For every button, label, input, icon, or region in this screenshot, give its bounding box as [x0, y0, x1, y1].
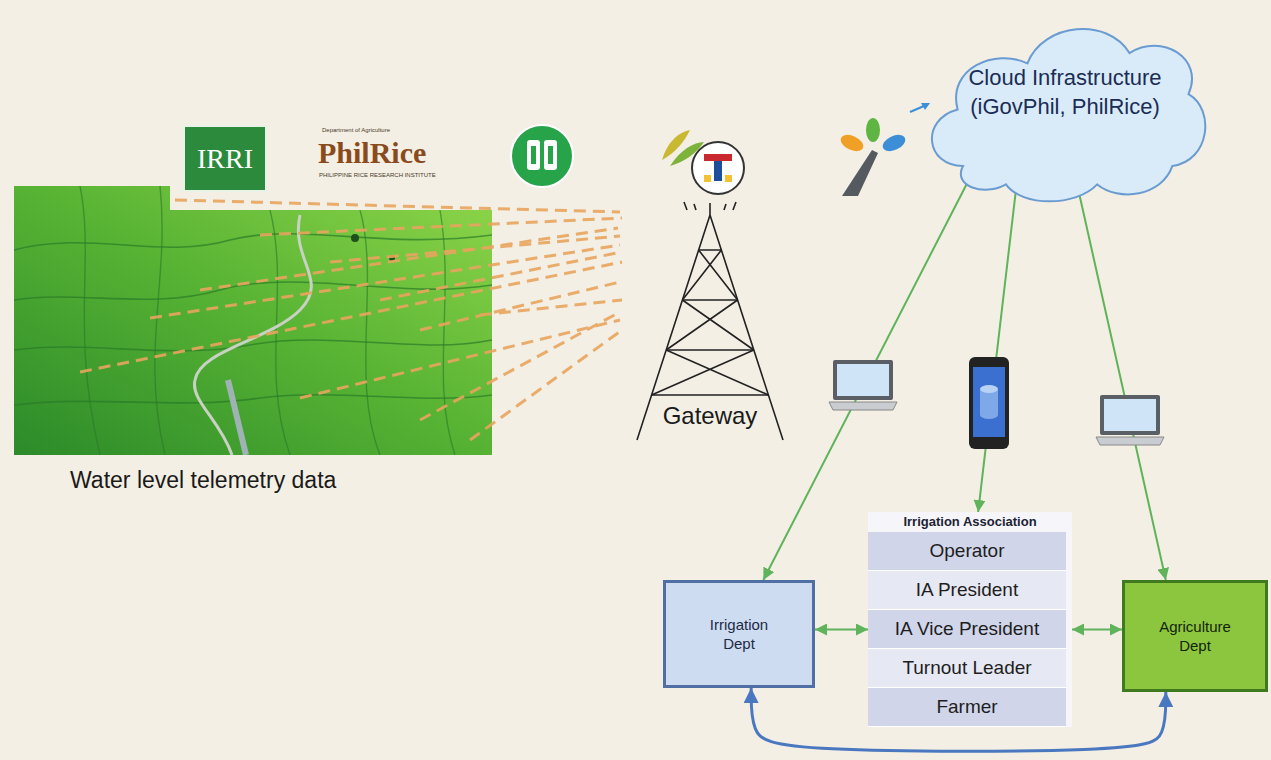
association-table: Irrigation AssociationOperator IA Preside… — [868, 512, 1072, 727]
node-text: Farmer — [936, 696, 997, 718]
logo-caption: Department of Agriculture — [322, 127, 390, 134]
pointer-arrow — [910, 106, 924, 112]
telemetry-link — [330, 236, 620, 262]
laptop-screen — [837, 364, 889, 396]
logo-mark — [704, 154, 732, 161]
node-text: Cloud Infrastructure (iGovPhil, PhilRice… — [945, 64, 1185, 121]
leaf — [880, 132, 908, 155]
paddy-dyke — [80, 186, 100, 455]
telemetry-link — [420, 282, 620, 330]
phone-icon — [969, 357, 1009, 449]
logo-text: IRRI — [183, 125, 267, 192]
agency-logo — [662, 130, 744, 194]
connector — [1072, 629, 1122, 631]
telemetry-link — [150, 245, 620, 318]
logo-circle — [511, 125, 573, 187]
phone-body — [969, 357, 1009, 449]
database-icon — [980, 411, 998, 419]
node-text: Irrigation Dept — [693, 615, 785, 654]
logo-mark — [531, 146, 536, 164]
telemetry-link — [480, 300, 622, 315]
sapling-logo — [838, 103, 930, 196]
cloud-node: Cloud Infrastructure (iGovPhil, PhilRice… — [920, 12, 1210, 207]
logo-text: PhilRice — [318, 136, 426, 169]
department-box: Irrigation Dept — [663, 580, 815, 688]
laptop-base — [829, 402, 897, 410]
telemetry-link — [260, 218, 622, 235]
laptop-base — [1096, 437, 1164, 445]
cloud-outline — [932, 29, 1205, 201]
connector — [815, 629, 868, 631]
pointer-arrowhead — [921, 103, 930, 110]
database-icon — [980, 385, 998, 393]
node-text: IA Vice President — [895, 618, 1039, 640]
telemetry-link — [175, 200, 620, 212]
tree — [351, 234, 359, 242]
table-row: IA President — [868, 571, 1066, 610]
tower-braces — [652, 250, 769, 395]
table-row: Turnout Leader — [868, 649, 1066, 688]
canal — [228, 380, 246, 455]
logo-mark — [544, 140, 557, 170]
connector — [1080, 195, 1166, 580]
telemetry-link — [380, 252, 622, 300]
partner-logo — [511, 125, 573, 187]
node-text: Operator — [930, 540, 1005, 562]
paddy-dyke — [14, 395, 492, 405]
logo-caption: PHILIPPINE RICE RESEARCH INSTITUTE — [319, 172, 436, 179]
gateway-tower — [637, 202, 783, 440]
antenna-signal — [684, 202, 736, 215]
logo-mark — [548, 146, 553, 164]
connector — [751, 688, 1166, 751]
sapling-trunk — [842, 150, 878, 196]
table-row: Farmer — [868, 688, 1066, 727]
tower-bars — [652, 250, 769, 395]
logo-mark — [527, 140, 540, 170]
farm-road — [194, 215, 311, 455]
paddy-dyke — [155, 186, 165, 455]
image-caption: Water level telemetry data — [70, 467, 336, 495]
paddy-dyke — [360, 210, 380, 455]
leaf — [866, 118, 880, 142]
phone-screen — [973, 367, 1005, 437]
laptop-screen-frame — [1100, 395, 1160, 435]
department-box: Agriculture Dept — [1122, 580, 1268, 692]
logo-mark — [704, 175, 711, 182]
node-text: IA President — [916, 579, 1018, 601]
laptop-screen-frame — [833, 360, 893, 400]
laptop-icon — [829, 360, 897, 410]
telemetry-links — [80, 200, 622, 440]
laptop-icon — [1096, 395, 1164, 445]
node-text: Agriculture Dept — [1149, 617, 1241, 656]
telemetry-link — [300, 320, 620, 398]
logo-mark — [714, 161, 722, 181]
connector — [978, 192, 1016, 512]
table-row: Operator — [868, 532, 1066, 571]
logo-circle — [692, 142, 744, 194]
gateway-label: Gateway — [659, 402, 762, 431]
tower-legs — [637, 215, 783, 440]
node-text: Irrigation Association — [868, 512, 1072, 532]
table-row: IA Vice President — [868, 610, 1066, 649]
paddy-dyke — [440, 210, 455, 455]
telemetry-link — [470, 330, 622, 440]
node-text: Turnout Leader — [902, 657, 1031, 679]
leaf — [838, 132, 866, 155]
telemetry-link — [200, 228, 618, 290]
paddy-dyke — [14, 340, 492, 351]
logo-mark — [725, 175, 732, 182]
laptop-screen — [1104, 399, 1156, 431]
